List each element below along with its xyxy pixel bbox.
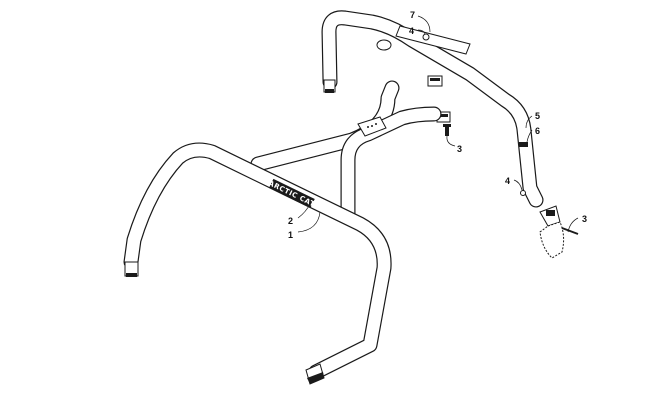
leader-lines: [297, 15, 579, 233]
right-foot-base: [307, 372, 324, 384]
wrap-band: [519, 142, 528, 147]
leader-6: [526, 129, 533, 143]
leader-4b: [513, 179, 523, 191]
bracket-slot: [546, 210, 555, 216]
leader-5: [525, 115, 533, 129]
callout-7: 7: [410, 10, 415, 20]
tube-clip: [376, 39, 392, 51]
bolt-upper: [443, 124, 451, 136]
callout-1: 1: [288, 230, 293, 240]
rear-roll-bar: [321, 10, 544, 208]
bracket-bolt: [561, 227, 579, 235]
callout-6: 6: [535, 126, 540, 136]
callout-3-upper: 3: [457, 144, 462, 154]
bolt-head: [443, 124, 451, 127]
bolt-shank: [445, 126, 449, 136]
plate-hole: [367, 126, 369, 128]
plate-hole: [375, 123, 377, 125]
leader-7: [417, 15, 431, 33]
trim-strip: [395, 25, 471, 55]
callouts: 1 2 3 3 4 4 5 6 7: [288, 10, 587, 240]
mount-bracket-lower-slot: [439, 114, 448, 117]
leader-3b: [567, 217, 579, 233]
callout-4-lower: 4: [505, 176, 510, 186]
left-end-cap-base: [325, 89, 334, 93]
left-foot-base: [126, 273, 137, 277]
nut-upper: [422, 33, 430, 41]
decal-background: [269, 178, 315, 209]
callout-2: 2: [288, 216, 293, 226]
callout-3-lower: 3: [582, 214, 587, 224]
nut-lower: [520, 190, 526, 196]
leader-3a: [446, 135, 456, 147]
callout-5: 5: [535, 111, 540, 121]
callout-4-upper: 4: [409, 26, 414, 36]
plate-hole: [371, 125, 373, 127]
leader-4a: [417, 29, 426, 35]
leader-1: [297, 211, 321, 233]
front-roll-cage: ARCTIC CAT: [123, 80, 442, 385]
mount-bracket-upper-slot: [430, 78, 440, 81]
lower-mount-assembly: [539, 205, 579, 259]
leader-2: [297, 203, 311, 219]
